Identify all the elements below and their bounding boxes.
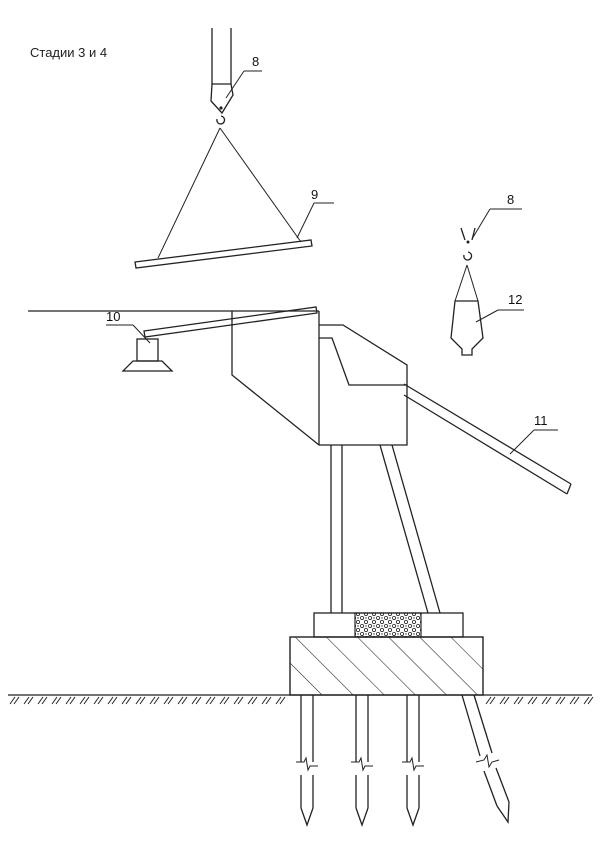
ground-hatch-mark (163, 696, 170, 705)
stage-title: Стадии 3 и 4 (30, 45, 107, 60)
ground-hatch-mark (41, 696, 48, 705)
ground-hatch-mark (111, 696, 118, 705)
ground-hatch-mark (191, 696, 198, 705)
precast-beam (134, 202, 334, 269)
ground-hatch-mark (275, 696, 282, 705)
ground-hatch-mark (9, 696, 16, 705)
pile-3 (402, 695, 424, 827)
ground-hatch-mark (167, 696, 174, 705)
label-small-bucket: 10 (106, 309, 120, 324)
ground-hatch-mark (279, 696, 286, 705)
ground-hatch-mark (233, 696, 240, 705)
ground-hatch-mark (489, 696, 496, 705)
pile-1 (296, 695, 318, 827)
foundation-block (289, 636, 484, 696)
ground-hatch-mark (65, 696, 72, 705)
ground-hatch-mark (139, 696, 146, 705)
label-beam: 9 (311, 187, 318, 202)
ground-hatch-mark (531, 696, 538, 705)
ground-hatch-mark (177, 696, 184, 705)
ground-hatch-mark (559, 696, 566, 705)
ground-hatch-mark (149, 696, 156, 705)
ground-hatch-mark (83, 696, 90, 705)
label-chute: 11 (534, 413, 548, 428)
ground-hatch-mark (209, 696, 216, 705)
ground-hatch-mark (219, 696, 226, 705)
crane-hook-right (460, 208, 522, 261)
ground-hatch-mark (247, 696, 254, 705)
ground-hatch-mark (569, 696, 576, 705)
ground-hatch-mark (513, 696, 520, 705)
ground-surface (8, 694, 594, 705)
crane-hook-left (210, 28, 262, 125)
ground-hatch-mark (503, 696, 510, 705)
pile-2 (351, 695, 373, 827)
ground-hatch-mark (545, 696, 552, 705)
ground-hatch-mark (37, 696, 44, 705)
small-bucket (106, 324, 174, 372)
concrete-bucket (450, 264, 524, 356)
ground-hatch-mark (587, 696, 594, 705)
ground-hatch-mark (93, 696, 100, 705)
ground-hatch-mark (517, 696, 524, 705)
ground-hatch-mark (121, 696, 128, 705)
ground-hatch-mark (55, 696, 62, 705)
ground-hatch-mark (265, 696, 272, 705)
ground-hatch-mark (573, 696, 580, 705)
support-legs (330, 444, 441, 614)
label-hook-left: 8 (252, 54, 259, 69)
ground-hatch-mark (499, 696, 506, 705)
piles (296, 694, 510, 827)
ground-hatch-mark (195, 696, 202, 705)
inclined-strut (143, 306, 318, 338)
label-hook-right: 8 (507, 192, 514, 207)
ground-hatch-mark (97, 696, 104, 705)
ground-hatch-mark (485, 696, 492, 705)
concrete-chute (403, 383, 572, 495)
ground-hatch-mark (527, 696, 534, 705)
ground-hatch-mark (69, 696, 76, 705)
ground-hatch-mark (125, 696, 132, 705)
ground-hatch-mark (27, 696, 34, 705)
ground-hatch-mark (181, 696, 188, 705)
ground-hatch-mark (13, 696, 20, 705)
ground-hatch-mark (23, 696, 30, 705)
ground-hatch-mark (79, 696, 86, 705)
ground-hatch-mark (541, 696, 548, 705)
lifting-slings (157, 127, 302, 259)
ground-hatch-mark (205, 696, 212, 705)
ground-hatch-mark (583, 696, 590, 705)
ground-hatch-mark (153, 696, 160, 705)
ground-hatch-mark (223, 696, 230, 705)
pile-4-inclined (461, 694, 510, 824)
ground-hatch-mark (261, 696, 268, 705)
ground-hatch-mark (107, 696, 114, 705)
ground-hatch-mark (135, 696, 142, 705)
ground-hatch-mark (555, 696, 562, 705)
label-concrete-bucket: 12 (508, 292, 522, 307)
ground-hatch-mark (237, 696, 244, 705)
pile-cap-top (313, 612, 464, 638)
ground-hatch-mark (251, 696, 258, 705)
column-formwork (231, 311, 408, 446)
ground-hatch-mark (51, 696, 58, 705)
